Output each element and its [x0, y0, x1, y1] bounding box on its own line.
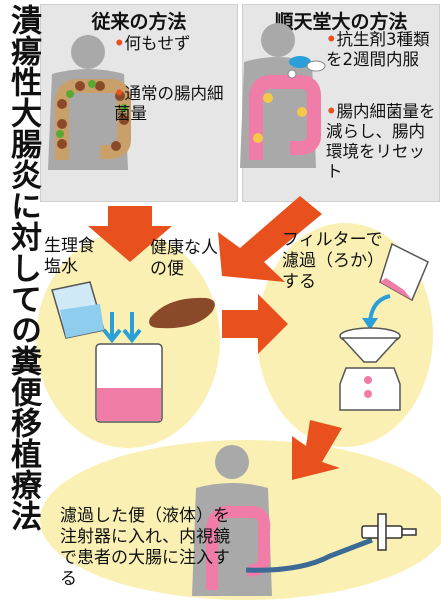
bullet-nothing: •何もせず [114, 34, 191, 53]
panel-heading-juntendo: 順天堂大の方法 [274, 11, 408, 33]
funnel-icon [339, 327, 401, 363]
pill-icon [287, 56, 326, 79]
person-head [71, 35, 105, 69]
intestine-left [55, 78, 131, 160]
bullet-normal-bacteria: •通常の腸内細菌量 [114, 84, 224, 123]
label-saline: 生理食塩水 [44, 236, 95, 277]
label-healthy-stool: 健康な人の便 [150, 238, 218, 279]
stool-icon [149, 297, 215, 329]
arrow-down-right [292, 420, 342, 480]
bacteria-few [253, 93, 307, 143]
filter-bottle-icon [339, 367, 401, 411]
bacteria-many [57, 81, 129, 151]
page-title: 潰瘍性大腸炎に対しての糞便移植療法 [5, 4, 41, 531]
label-filter: フィルターで濾過（ろか）する [282, 230, 384, 292]
syringe-icon [361, 513, 417, 551]
bacteria-green [56, 80, 128, 138]
bullet-antibiotics: •抗生剤3種類を2週間内服 [326, 30, 430, 69]
bullet-reset: •腸内細菌量を減らし、腸内環境をリセット [326, 102, 436, 181]
pour-beaker-icon [379, 242, 429, 302]
arrow-diagonal [218, 196, 322, 282]
mixing-beaker-icon [95, 343, 163, 423]
person-head-right [261, 23, 295, 57]
saline-cup-icon [51, 281, 105, 339]
panel-heading-conventional: 従来の方法 [91, 11, 187, 33]
pour-arrows [102, 312, 142, 344]
arrow-down-left [88, 206, 172, 262]
patient-head [215, 445, 249, 479]
endoscope-tube [245, 537, 373, 573]
label-inject: 濾過した便（液体）を注射器に入れ、内視鏡で患者の大腸に注入する [60, 506, 231, 589]
intestine-right [249, 74, 321, 160]
arrow-right [222, 294, 288, 354]
